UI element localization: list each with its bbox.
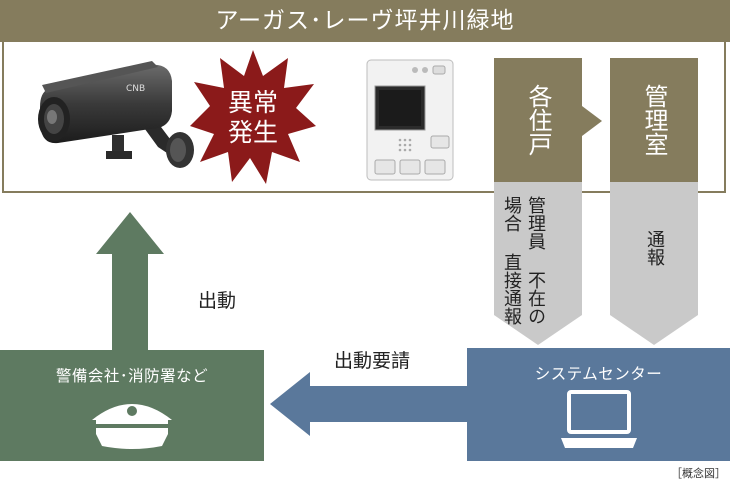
concept-diagram-note: ［概念図］ <box>671 467 726 480</box>
guard-cap-icon <box>92 404 172 449</box>
direct-report-text: 管理員 不在の場合 直接通報 <box>499 196 547 336</box>
alarm-badge-label: 異常 発生 <box>227 88 278 147</box>
dispatch-arrow <box>96 212 164 354</box>
system-center-box: システムセンター <box>467 348 730 461</box>
intercom-monitor-icon <box>366 59 454 181</box>
dispatch-request-label: 出動要請 <box>334 350 411 372</box>
security-company-box: 警備会社･消防署など <box>0 350 264 461</box>
security-camera-icon: CNB <box>38 61 194 168</box>
alarm-starburst-icon <box>190 50 316 184</box>
residence-label: 各住戸 <box>524 84 552 156</box>
connector-arrow <box>582 106 602 136</box>
dispatch-request-arrow <box>270 372 470 436</box>
alarm-badge-text: 異常 発生 <box>218 88 288 148</box>
security-company-label: 警備会社･消防署など <box>55 367 209 385</box>
page-title: アーガス･レーヴ坪井川緑地 <box>0 0 730 42</box>
manager-room-label: 管理室 <box>640 84 668 156</box>
left-column-text-2: 不在の場合 <box>501 196 546 325</box>
left-column-text-1: 管理員 <box>525 196 546 250</box>
direct-report-arrow <box>494 180 582 345</box>
left-column-text-3: 直接通報 <box>501 253 522 325</box>
system-center-label: システムセンター <box>534 365 663 383</box>
report-arrow <box>610 180 698 345</box>
residence-box: 各住戸 <box>494 58 582 182</box>
manager-room-box: 管理室 <box>610 58 698 182</box>
dispatch-label: 出動 <box>198 290 237 312</box>
report-text: 通報 <box>644 230 665 266</box>
laptop-icon <box>561 390 637 448</box>
svg-text:CNB: CNB <box>126 84 145 94</box>
